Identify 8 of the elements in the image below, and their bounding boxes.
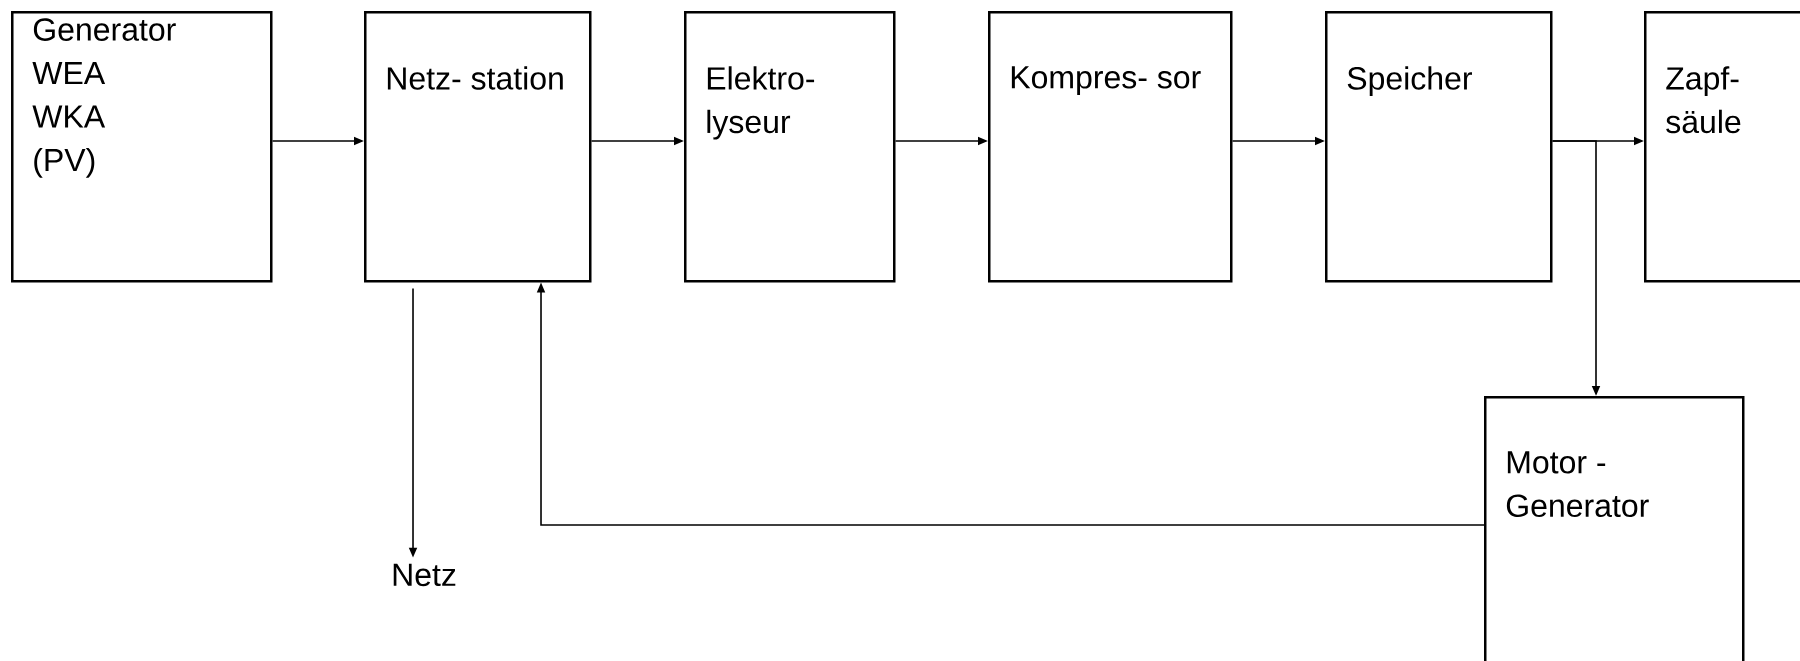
process-box: Speicher	[1325, 11, 1553, 283]
output-label: Netz	[393, 563, 456, 587]
process-box: Kompres- sor	[988, 11, 1233, 283]
process-box: Elektro- lyseur	[684, 11, 896, 283]
process-box: Motor - Generator	[1484, 396, 1745, 661]
process-box: Netz- station	[364, 11, 592, 283]
process-box: Generator WEA WKA (PV)	[11, 11, 273, 283]
process-box: Zapf- säule	[1644, 11, 1800, 283]
